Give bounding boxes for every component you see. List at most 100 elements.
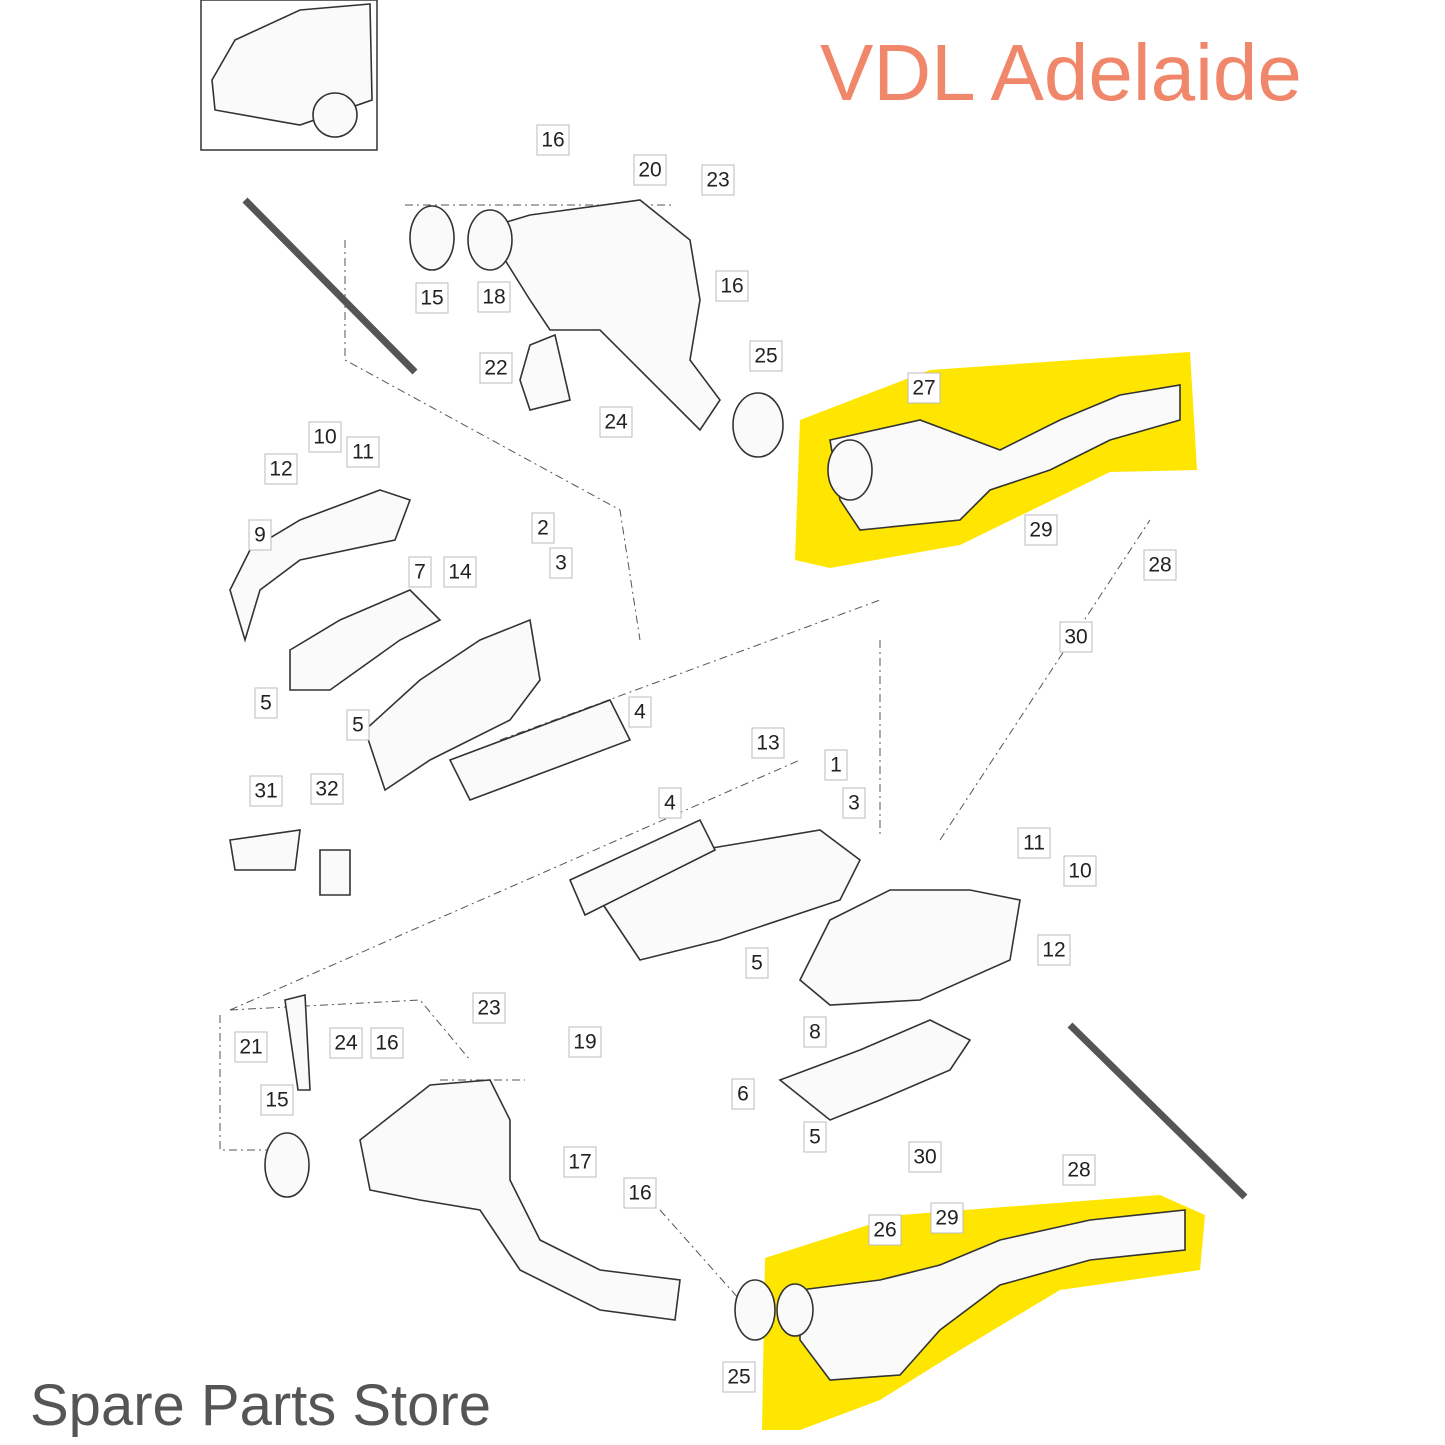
callout-box [803, 1016, 827, 1048]
callout-box [479, 352, 513, 384]
callout-box [1062, 1154, 1096, 1186]
callout-number: 30 [913, 1146, 936, 1169]
catalytic-converter-17 [359, 1079, 681, 1321]
callout-box [803, 1121, 827, 1153]
callout-number: 11 [1023, 832, 1045, 855]
callout-box [715, 270, 749, 302]
callout-box [824, 749, 848, 781]
connector-31 [229, 829, 301, 871]
callout-box [842, 787, 866, 819]
callout-box [633, 154, 667, 186]
callout-box [745, 947, 769, 979]
callout-3: 3 [842, 787, 866, 819]
callout-box [531, 512, 555, 544]
manifold-left [364, 618, 541, 792]
callout-28: 28 [1062, 1154, 1096, 1186]
bracket-21 [284, 993, 311, 1091]
callout-16: 16 [536, 124, 570, 156]
callout-number: 16 [628, 1182, 651, 1205]
callout-12: 12 [1037, 934, 1071, 966]
callout-number: 16 [720, 275, 743, 298]
callout-box [658, 787, 682, 819]
callout-number: 7 [414, 561, 426, 584]
callout-number: 1 [830, 754, 842, 777]
callout-17: 17 [563, 1146, 597, 1178]
callout-box [477, 281, 511, 313]
catalytic-converter-18 [478, 199, 721, 432]
callout-16: 16 [370, 1027, 404, 1059]
callout-box [415, 282, 449, 314]
callout-box [260, 1084, 294, 1116]
callout-box [1037, 934, 1071, 966]
callout-number: 13 [756, 732, 779, 755]
callout-15: 15 [415, 282, 449, 314]
callout-box [472, 992, 506, 1024]
callout-10: 10 [308, 421, 342, 453]
heat-shield-6 [778, 1019, 972, 1121]
callout-5: 5 [254, 687, 278, 719]
callout-number: 30 [1064, 626, 1087, 649]
callout-number: 25 [754, 345, 777, 368]
callout-number: 24 [334, 1032, 358, 1055]
callout-11: 11 [346, 436, 380, 468]
callout-number: 27 [912, 377, 935, 400]
callout-1: 1 [824, 749, 848, 781]
callout-number: 23 [706, 169, 729, 192]
callout-box [370, 1027, 404, 1059]
watermark-tagline: Spare Parts Store [30, 1373, 491, 1438]
callout-15: 15 [260, 1084, 294, 1116]
callout-number: 18 [482, 286, 505, 309]
callout-number: 11 [352, 441, 374, 464]
callout-box [234, 1031, 268, 1063]
callout-4: 4 [658, 787, 682, 819]
callout-29: 29 [1024, 514, 1058, 546]
callout-16: 16 [623, 1177, 657, 1209]
callout-10: 10 [1063, 855, 1097, 887]
callout-box [722, 1361, 756, 1393]
callout-number: 4 [664, 792, 676, 815]
callout-number: 28 [1148, 554, 1171, 577]
gasket-25-lower [734, 1279, 776, 1341]
callout-box [563, 1146, 597, 1178]
callout-9: 9 [248, 519, 272, 551]
catalytic-converter-26 [799, 1209, 1186, 1381]
callout-number: 31 [254, 780, 277, 803]
callout-box [408, 556, 432, 588]
callout-30: 30 [1059, 621, 1093, 653]
callout-box [701, 164, 735, 196]
callout-3: 3 [549, 547, 573, 579]
gasket-25-upper [732, 392, 784, 458]
callout-number: 6 [737, 1083, 749, 1106]
callout-box [908, 1141, 942, 1173]
catalytic-converter-27 [829, 384, 1181, 531]
callout-box [536, 124, 570, 156]
callout-box [930, 1202, 964, 1234]
parts-group [229, 199, 1186, 1381]
callout-box [443, 556, 477, 588]
callout-26: 26 [868, 1214, 902, 1246]
callout-box [264, 453, 298, 485]
callout-number: 2 [537, 517, 549, 540]
callout-number: 15 [420, 287, 443, 310]
callout-box [1017, 827, 1051, 859]
callout-box [346, 709, 370, 741]
callout-number: 5 [751, 952, 763, 975]
bracket-22 [519, 333, 571, 411]
callout-number: 5 [809, 1126, 821, 1149]
heat-shield-7 [289, 589, 442, 691]
flange-18 [467, 209, 513, 271]
callout-29: 29 [930, 1202, 964, 1234]
callout-number: 28 [1067, 1159, 1090, 1182]
callout-box [310, 773, 344, 805]
callout-16: 16 [715, 270, 749, 302]
callout-box [599, 406, 633, 438]
callout-31: 31 [249, 775, 283, 807]
callout-number: 10 [313, 426, 336, 449]
callout-24: 24 [599, 406, 633, 438]
callout-box [868, 1214, 902, 1246]
callout-24: 24 [329, 1027, 363, 1059]
callout-18: 18 [477, 281, 511, 313]
callout-14: 14 [443, 556, 477, 588]
callout-box [549, 547, 573, 579]
